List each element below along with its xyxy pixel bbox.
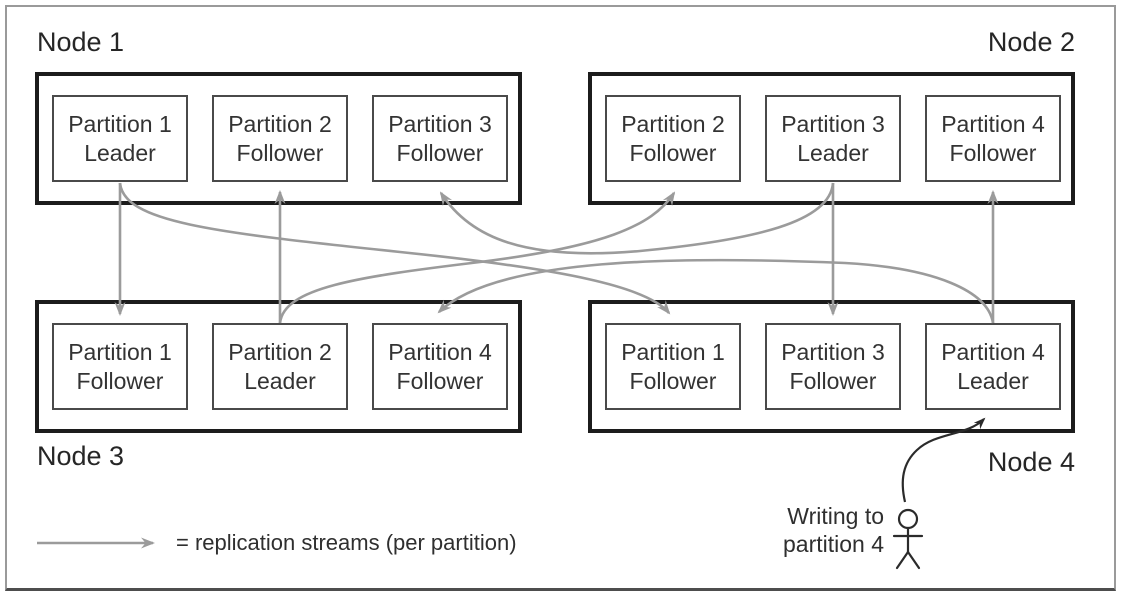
partition-role: Leader: [244, 367, 316, 394]
node4-label: Node 4: [987, 447, 1075, 477]
partition-role: Follower: [629, 139, 717, 166]
legend-label: = replication streams (per partition): [176, 530, 517, 555]
node1-label: Node 1: [37, 27, 125, 57]
partition-role: Follower: [76, 367, 164, 394]
node3-label: Node 3: [37, 441, 125, 471]
node2-partition2-follower: Partition 2 Follower: [605, 95, 741, 182]
partition-name: Partition 1: [68, 110, 172, 137]
node4-partition1-follower: Partition 1 Follower: [605, 323, 741, 410]
partition-role: Follower: [949, 139, 1037, 166]
partition-role: Leader: [797, 139, 869, 166]
node1-box: Partition 1 Leader Partition 2 Follower …: [35, 72, 522, 205]
write-annotation-line1: Writing to: [787, 503, 884, 529]
node4-box: Partition 1 Follower Partition 3 Followe…: [588, 300, 1075, 433]
partition-name: Partition 4: [388, 338, 492, 365]
node4-partition4-leader: Partition 4 Leader: [925, 323, 1061, 410]
partition-role: Follower: [396, 139, 484, 166]
write-annotation: Writing to partition 4: [640, 502, 884, 558]
node2-partition4-follower: Partition 4 Follower: [925, 95, 1061, 182]
node2-box: Partition 2 Follower Partition 3 Leader …: [588, 72, 1075, 205]
partition-name: Partition 3: [388, 110, 492, 137]
node2-partition3-leader: Partition 3 Leader: [765, 95, 901, 182]
node4-partition3-follower: Partition 3 Follower: [765, 323, 901, 410]
partition-name: Partition 1: [621, 338, 725, 365]
node1-partition2-follower: Partition 2 Follower: [212, 95, 348, 182]
node3-partition2-leader: Partition 2 Leader: [212, 323, 348, 410]
partition-role: Follower: [396, 367, 484, 394]
node3-box: Partition 1 Follower Partition 2 Leader …: [35, 300, 522, 433]
node3-partition1-follower: Partition 1 Follower: [52, 323, 188, 410]
partition-name: Partition 4: [941, 110, 1045, 137]
partition-name: Partition 3: [781, 338, 885, 365]
partition-name: Partition 2: [228, 110, 332, 137]
node3-partition4-follower: Partition 4 Follower: [372, 323, 508, 410]
node1-partition1-leader: Partition 1 Leader: [52, 95, 188, 182]
write-annotation-line2: partition 4: [782, 531, 884, 557]
node2-label: Node 2: [987, 27, 1075, 57]
partition-name: Partition 2: [228, 338, 332, 365]
partition-name: Partition 4: [941, 338, 1045, 365]
partition-role: Follower: [236, 139, 324, 166]
node1-partition3-follower: Partition 3 Follower: [372, 95, 508, 182]
partition-role: Follower: [789, 367, 877, 394]
partition-role: Leader: [957, 367, 1029, 394]
partition-role: Follower: [629, 367, 717, 394]
partition-name: Partition 3: [781, 110, 885, 137]
partition-role: Leader: [84, 139, 156, 166]
partition-name: Partition 2: [621, 110, 725, 137]
partition-name: Partition 1: [68, 338, 172, 365]
